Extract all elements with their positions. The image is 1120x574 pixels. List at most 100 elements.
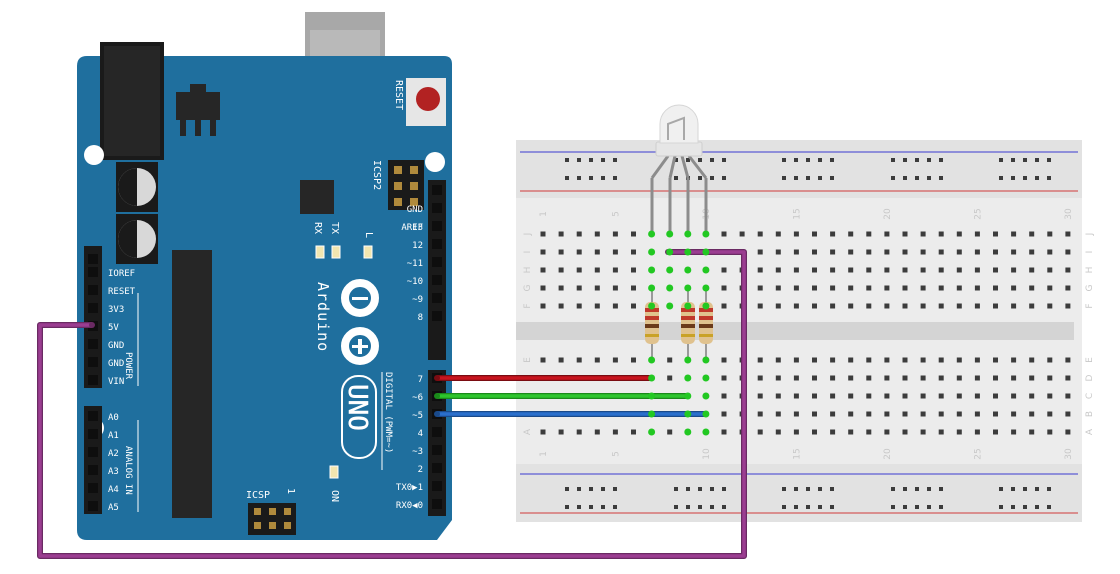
breadboard-hole <box>1029 231 1035 237</box>
breadboard-hole <box>540 231 546 237</box>
row-letter-label: E <box>523 357 533 363</box>
power-rail-hole <box>818 158 822 162</box>
breadboard-hole <box>594 249 600 255</box>
column-number-label: 15 <box>792 208 802 219</box>
breadboard-hole <box>993 231 998 237</box>
power-rail-hole <box>1023 505 1027 509</box>
connected-hole <box>702 356 710 364</box>
breadboard-hole <box>1011 285 1017 291</box>
led-internal-frame <box>667 116 685 140</box>
power-rail-hole <box>577 505 581 509</box>
breadboard-hole <box>1047 429 1053 435</box>
power-rail-hole <box>1011 487 1015 491</box>
breadboard-hole <box>631 429 636 435</box>
breadboard-hole <box>884 267 890 273</box>
power-rail-hole <box>999 176 1003 180</box>
connected-hole <box>702 392 710 400</box>
breadboard-hole <box>594 429 600 435</box>
breadboard-hole <box>576 429 582 435</box>
breadboard-hole <box>866 375 872 381</box>
breadboard-hole <box>1011 231 1017 237</box>
breadboard-hole <box>1011 375 1017 381</box>
analog-pin-label: A4 <box>108 485 119 495</box>
breadboard-hole <box>1011 393 1017 399</box>
breadboard-hole <box>1029 393 1035 399</box>
connected-hole <box>684 410 692 418</box>
row-letter-label: J <box>523 233 533 237</box>
breadboard-hole <box>576 303 582 309</box>
row-letter-label: G <box>523 284 533 291</box>
power-wire-5v-core[interactable] <box>38 250 746 558</box>
breadboard-hole <box>1065 393 1071 399</box>
header-pin <box>88 447 98 457</box>
breadboard-hole <box>902 393 908 399</box>
breadboard-hole <box>830 375 836 381</box>
breadboard-hole <box>721 429 727 435</box>
breadboard-hole <box>1029 267 1035 273</box>
breadboard-hole <box>757 249 763 255</box>
usb-chip <box>300 180 334 214</box>
breadboard-hole <box>974 303 980 309</box>
row-letter-label: H <box>1085 267 1095 274</box>
breadboard-hole <box>612 429 618 435</box>
connected-hole <box>684 230 692 238</box>
breadboard-hole <box>1047 357 1053 363</box>
connected-hole <box>648 266 656 274</box>
power-rail-hole <box>818 505 822 509</box>
power-rail-hole <box>1047 505 1051 509</box>
breadboard-hole <box>594 303 600 309</box>
breadboard-hole <box>866 303 872 309</box>
regulator-leg <box>180 120 186 136</box>
regulator-leg <box>210 120 216 136</box>
breadboard-hole <box>757 357 763 363</box>
connected-hole <box>684 248 692 256</box>
header-pin <box>432 481 442 491</box>
digital-pin-label: 4 <box>418 429 423 439</box>
connected-hole <box>702 248 710 256</box>
power-rail-hole <box>674 158 678 162</box>
breadboard-hole <box>812 303 817 309</box>
row-letter-label: A <box>1085 428 1095 435</box>
breadboard-hole <box>540 303 546 309</box>
breadboard-hole <box>848 375 854 381</box>
connected-hole <box>648 374 656 382</box>
power-rail-hole <box>915 158 919 162</box>
breadboard-hole <box>576 357 582 363</box>
mounting-hole <box>84 145 104 165</box>
uno-model-label: UNO <box>342 384 372 431</box>
breadboard-hole <box>775 429 781 435</box>
breadboard-hole <box>902 429 908 435</box>
breadboard-hole <box>558 249 564 255</box>
breadboard-hole <box>1011 411 1017 417</box>
led-leg-red <box>650 155 670 179</box>
power-rail-hole <box>939 505 943 509</box>
breadboard-hole <box>866 231 872 237</box>
breadboard-hole <box>830 285 836 291</box>
breadboard-hole <box>721 411 727 417</box>
breadboard-hole <box>956 375 962 381</box>
resistor-band <box>645 324 659 328</box>
breadboard-hole <box>956 231 962 237</box>
breadboard-hole <box>775 303 781 309</box>
power-rail-hole <box>891 158 895 162</box>
breadboard-hole <box>956 249 962 255</box>
on-led <box>329 465 339 479</box>
breadboard-hole <box>721 267 727 273</box>
header-pin <box>432 427 442 437</box>
breadboard-hole <box>974 411 980 417</box>
power-rail-hole <box>1011 176 1015 180</box>
connected-hole <box>648 356 656 364</box>
breadboard-hole <box>1047 249 1053 255</box>
analog-header <box>84 406 102 514</box>
breadboard-hole <box>1047 393 1053 399</box>
breadboard-hole <box>830 249 836 255</box>
breadboard-hole <box>1047 231 1053 237</box>
breadboard-hole <box>812 429 817 435</box>
power-rail-hole <box>613 487 617 491</box>
reset-button-cap[interactable] <box>416 87 440 111</box>
breadboard-hole <box>558 267 564 273</box>
header-pin <box>88 267 98 277</box>
power-rail-hole <box>577 176 581 180</box>
led-leg-common <box>668 155 677 179</box>
breadboard-hole <box>830 429 836 435</box>
